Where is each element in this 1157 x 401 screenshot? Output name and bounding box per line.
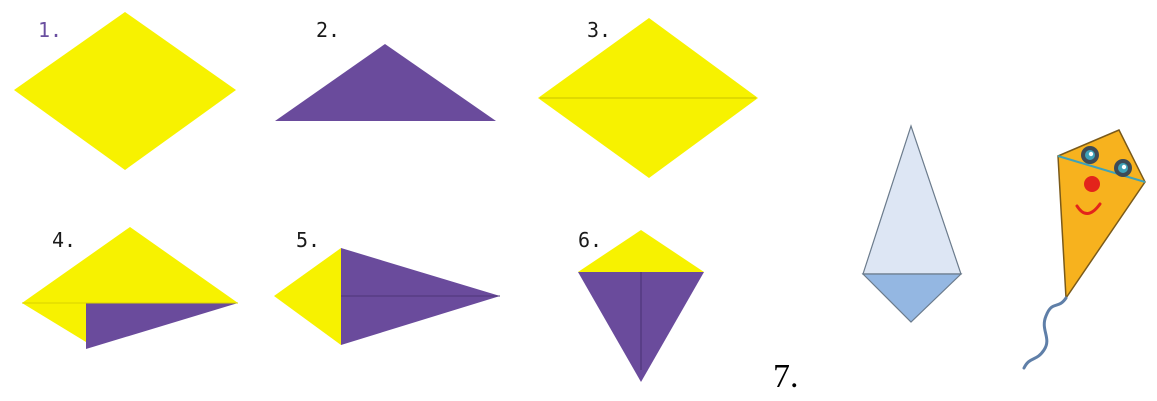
step-5-folding-diagram — [274, 248, 500, 345]
step-6-origami-kite — [578, 230, 704, 382]
step-3-creased-diamond — [538, 18, 758, 178]
paper-kite-outline-icon — [863, 126, 961, 322]
step-2-purple-triangle — [275, 44, 496, 121]
kite-with-face-icon — [1024, 130, 1145, 368]
step-1-yellow-diamond — [14, 12, 236, 170]
step-4-folding-diagram — [22, 227, 238, 349]
